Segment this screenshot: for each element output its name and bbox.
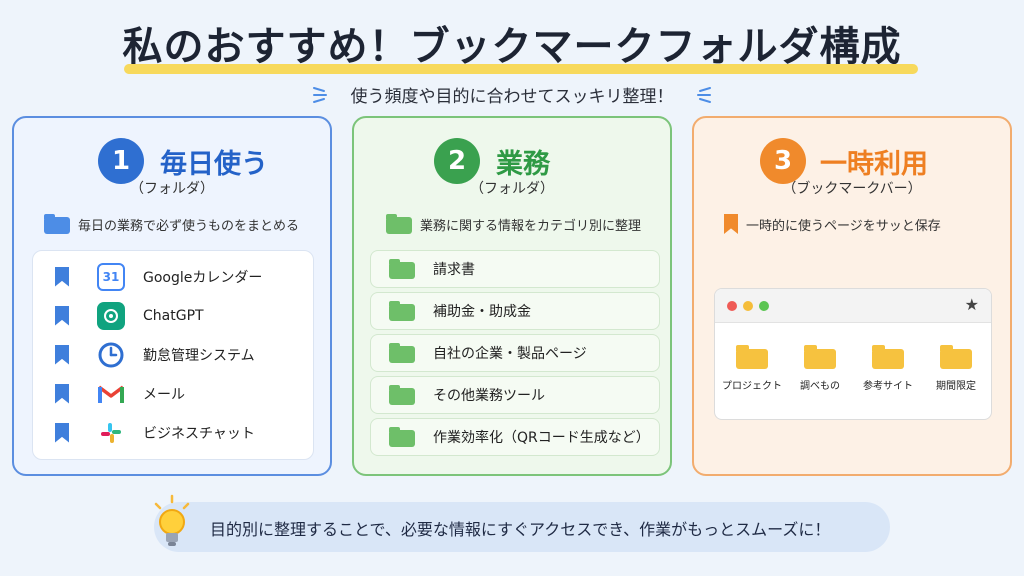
slack-icon [97, 418, 125, 447]
panel-type: （フォルダ） [470, 181, 554, 197]
panel-title: 一時利用 [820, 149, 928, 180]
folder-label: 補助金・助成金 [433, 304, 531, 320]
sparkle-right-icon [697, 87, 711, 103]
panel-number: 2 [434, 138, 480, 184]
folder-icon [389, 301, 415, 321]
folder-label: 調べもの [800, 381, 840, 392]
bookmark-item-chat[interactable]: ビジネスチャット [33, 413, 313, 452]
bookmark-icon [724, 214, 738, 234]
folder-item-efficiency[interactable]: 作業効率化（QRコード生成など） [370, 418, 660, 456]
subtitle: 使う頻度や目的に合わせてスッキリ整理！ [350, 87, 674, 107]
folder-item-other-tools[interactable]: その他業務ツール [370, 376, 660, 414]
bookmark-item-chatgpt[interactable]: ChatGPT [33, 296, 313, 335]
folder-label: 自社の企業・製品ページ [433, 346, 587, 362]
folder-item-subsidies[interactable]: 補助金・助成金 [370, 292, 660, 330]
bookmark-bar-folder-project[interactable]: プロジェクト [717, 345, 787, 392]
bookmark-icon [55, 267, 69, 287]
tip-banner: 目的別に整理することで、必要な情報にすぐアクセスでき、作業がもっとスムーズに！ [154, 502, 890, 552]
folder-label: 作業効率化（QRコード生成など） [433, 430, 650, 446]
folder-icon [872, 345, 904, 369]
panel-title: 毎日使う [160, 149, 268, 180]
maximize-dot-icon[interactable] [759, 301, 769, 311]
panel-number: 3 [760, 138, 806, 184]
gmail-icon [97, 379, 125, 408]
panel-title: 業務 [496, 149, 550, 180]
panel-daily: 1 毎日使う （フォルダ） 毎日の業務で必ず使うものをまとめる 31 Googl… [12, 116, 332, 476]
panel-description: 一時的に使うページをサッと保存 [724, 214, 941, 234]
bookmark-icon [55, 306, 69, 326]
page-title: 私のおすすめ！ブックマークフォルダ構成 [122, 24, 902, 70]
bookmark-list: 31 Googleカレンダー ChatGPT 勤怠管理システム メール [32, 250, 314, 460]
bookmark-icon [55, 345, 69, 365]
folder-item-company-pages[interactable]: 自社の企業・製品ページ [370, 334, 660, 372]
bookmark-label: ChatGPT [143, 307, 204, 324]
folder-icon [804, 345, 836, 369]
bookmark-label: ビジネスチャット [143, 425, 255, 442]
panel-business: 2 業務 （フォルダ） 業務に関する情報をカテゴリ別に整理 請求書 補助金・助成… [352, 116, 672, 476]
folder-icon [389, 343, 415, 363]
bookmark-label: 勤怠管理システム [143, 347, 255, 364]
bookmark-bar-folder-limited[interactable]: 期間限定 [921, 345, 991, 392]
folder-label: プロジェクト [722, 381, 782, 392]
close-dot-icon[interactable] [727, 301, 737, 311]
folder-label: 期間限定 [936, 381, 976, 392]
bookmark-bar-folder-research[interactable]: 調べもの [785, 345, 855, 392]
folder-icon [389, 259, 415, 279]
google-calendar-icon: 31 [97, 262, 125, 291]
title-underline [124, 64, 918, 74]
tip-text: 目的別に整理することで、必要な情報にすぐアクセスでき、作業がもっとスムーズに！ [210, 520, 831, 539]
bookmark-item-mail[interactable]: メール [33, 374, 313, 413]
bookmark-icon [55, 423, 69, 443]
lightbulb-icon [154, 494, 190, 546]
folder-icon [389, 427, 415, 447]
bookmark-label: メール [143, 386, 185, 403]
panel-description-text: 毎日の業務で必ず使うものをまとめる [78, 218, 300, 234]
minimize-dot-icon[interactable] [743, 301, 753, 311]
folder-label: 参考サイト [863, 381, 913, 392]
folder-icon [389, 385, 415, 405]
panel-type: （フォルダ） [130, 181, 214, 197]
panel-description-text: 業務に関する情報をカテゴリ別に整理 [420, 218, 642, 234]
folder-icon [386, 214, 412, 234]
panel-temporary: 3 一時利用 （ブックマークバー） 一時的に使うページをサッと保存 ★ プロジェ… [692, 116, 1012, 476]
panel-description: 業務に関する情報をカテゴリ別に整理 [386, 214, 641, 234]
bookmark-icon [55, 384, 69, 404]
browser-window: ★ プロジェクト 調べもの 参考サイト 期間限定 [714, 288, 992, 420]
clock-icon [97, 340, 125, 369]
browser-toolbar: ★ [715, 289, 991, 323]
sparkle-left-icon [313, 87, 327, 103]
panel-description: 毎日の業務で必ず使うものをまとめる [44, 214, 299, 234]
bookmark-item-attendance[interactable]: 勤怠管理システム [33, 335, 313, 374]
panel-description-text: 一時的に使うページをサッと保存 [746, 218, 941, 234]
chatgpt-icon [97, 301, 125, 330]
bookmark-item-google-calendar[interactable]: 31 Googleカレンダー [33, 257, 313, 296]
bookmark-label: Googleカレンダー [143, 269, 263, 286]
panel-type: （ブックマークバー） [782, 181, 922, 197]
folder-icon [736, 345, 768, 369]
folder-item-invoices[interactable]: 請求書 [370, 250, 660, 288]
panel-number: 1 [98, 138, 144, 184]
star-icon[interactable]: ★ [964, 295, 979, 314]
bookmark-bar-folder-reference[interactable]: 参考サイト [853, 345, 923, 392]
folder-icon [940, 345, 972, 369]
folder-label: その他業務ツール [433, 388, 545, 404]
folder-icon [44, 214, 70, 234]
folder-label: 請求書 [433, 262, 475, 278]
